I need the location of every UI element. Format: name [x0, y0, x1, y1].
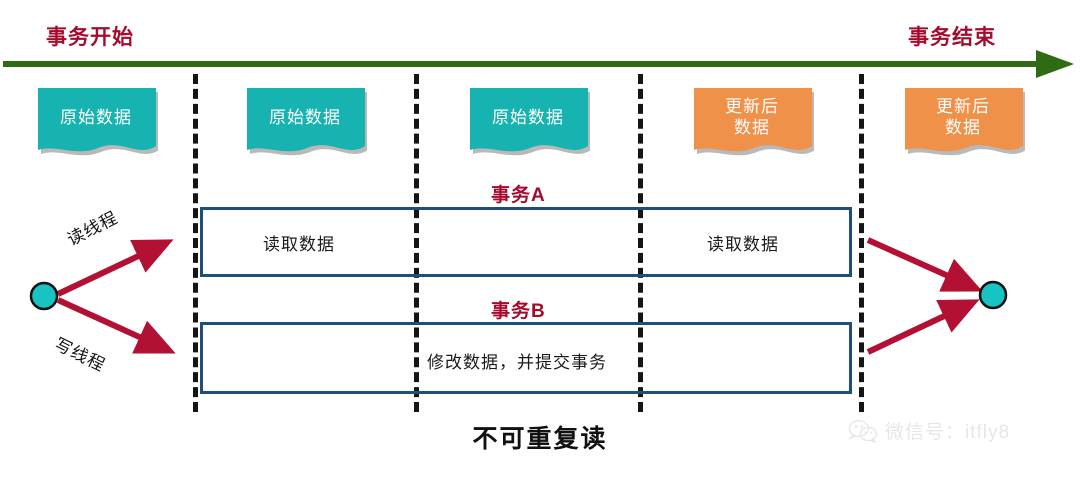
watermark: 微信号：itfly8	[848, 417, 1010, 444]
diagram-caption: 不可重复读	[472, 425, 608, 453]
data-flag-updated-data-2: 更新后数据	[901, 86, 1025, 160]
read-thread-arrow	[56, 239, 174, 297]
dashed-separator-1	[193, 74, 198, 412]
dashed-separator-3	[638, 74, 643, 412]
data-flag-original-data-1: 原始数据	[34, 86, 158, 160]
end-node	[978, 280, 1008, 310]
dashed-separator-2	[414, 74, 419, 412]
wechat-icon	[848, 419, 878, 443]
transaction-b-cell-1: 修改数据，并提交事务	[427, 353, 607, 372]
transaction-b-label: 事务B	[491, 301, 546, 322]
timeline-start-label: 事务开始	[46, 26, 134, 49]
read-result-arrow	[866, 237, 983, 292]
transaction-a-label: 事务A	[491, 185, 546, 206]
timeline-end-label: 事务结束	[908, 26, 996, 49]
start-node	[29, 281, 59, 311]
transaction-a-cell-1: 读取数据	[263, 235, 335, 254]
data-flag-updated-data-1: 更新后数据	[690, 86, 814, 160]
transaction-b-box	[200, 322, 852, 394]
data-flag-original-data-2: 原始数据	[243, 86, 367, 160]
dashed-separator-4	[859, 74, 864, 412]
read-thread-label: 读线程	[64, 207, 122, 250]
timeline-arrow	[3, 50, 1074, 78]
watermark-text: 微信号：itfly8	[885, 422, 1011, 443]
transaction-a-cell-2: 读取数据	[707, 235, 779, 254]
write-result-arrow	[866, 299, 980, 355]
write-thread-label: 写线程	[51, 334, 109, 376]
data-flag-original-data-3: 原始数据	[466, 86, 590, 160]
transaction-a-box	[200, 207, 852, 277]
